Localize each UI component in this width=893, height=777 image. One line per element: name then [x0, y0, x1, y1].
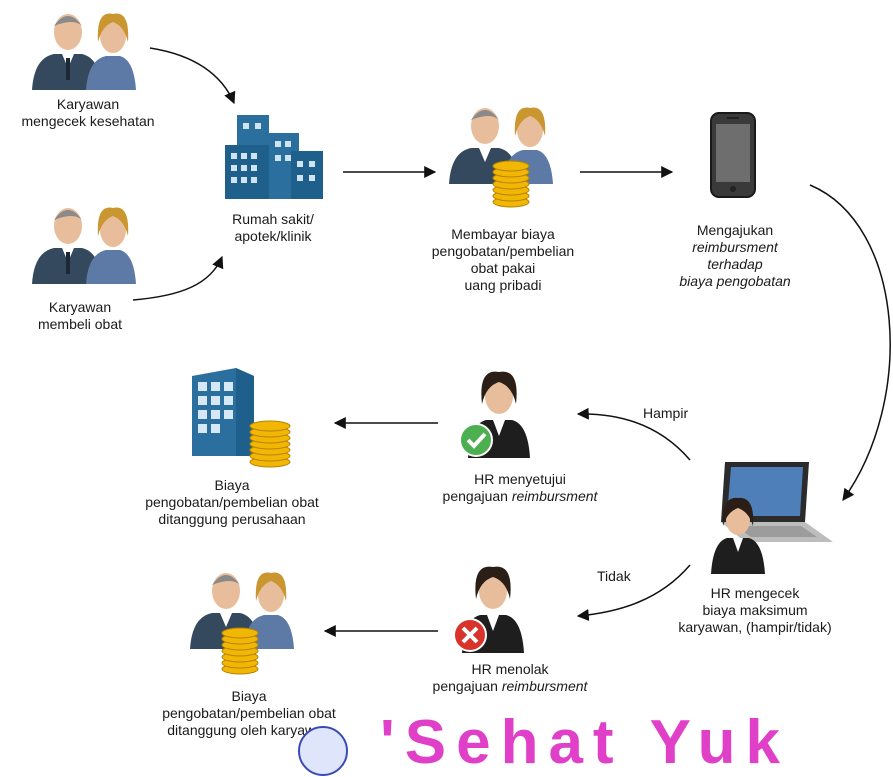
label-submit-reimbursement: Mengajukan reimbursment terhadap biaya p…: [679, 222, 791, 289]
hr-approve-icon: [459, 371, 530, 458]
label-hr-check: HR mengecek biaya maksimum karyawan, (ha…: [678, 585, 832, 635]
office-coins-icon: [192, 368, 291, 468]
arrow-hrcheck-to-approve: [576, 407, 691, 461]
buildings-icon: [225, 115, 323, 199]
arrow-submit-to-hrcheck: [809, 184, 891, 501]
smartphone-icon: [710, 112, 756, 198]
label-hospital: Rumah sakit/ apotek/klinik: [232, 211, 314, 244]
arrow-checkup-to-hospital: [149, 47, 236, 105]
label-employee-checkup: Karyawan mengecek kesehatan: [21, 96, 155, 129]
edge-label-reject: Tidak: [597, 568, 631, 584]
label-employee-pays: Biaya pengobatan/pembelian obat ditanggu…: [162, 688, 336, 738]
label-hr-reject: HR menolak pengajuan reimbursment: [432, 661, 588, 694]
couple-coins-icon: [190, 572, 294, 675]
seal-logo: [298, 726, 348, 776]
couple-icon: [32, 207, 136, 284]
label-employee-buy-medicine: Karyawan membeli obat: [37, 299, 123, 332]
label-pay-personal: Membayar biaya pengobatan/pembelian obat…: [431, 226, 575, 293]
check-icon: [459, 423, 493, 457]
arrow-hrcheck-to-reject: [576, 564, 691, 621]
arrow-buy-to-hospital: [132, 255, 224, 301]
watermark-text: 'Sehat Yuk: [380, 708, 790, 777]
label-company-pays: Biaya pengobatan/pembelian obat ditanggu…: [145, 477, 319, 527]
hr-laptop-icon: [711, 462, 833, 574]
flow-arrows: [132, 47, 891, 637]
couple-icon: [32, 13, 136, 90]
hr-reject-icon: [453, 566, 524, 653]
couple-coins-icon: [449, 107, 553, 208]
label-hr-approve: HR menyetujui pengajuan reimbursment: [442, 471, 598, 504]
edge-label-approve: Hampir: [643, 405, 689, 421]
